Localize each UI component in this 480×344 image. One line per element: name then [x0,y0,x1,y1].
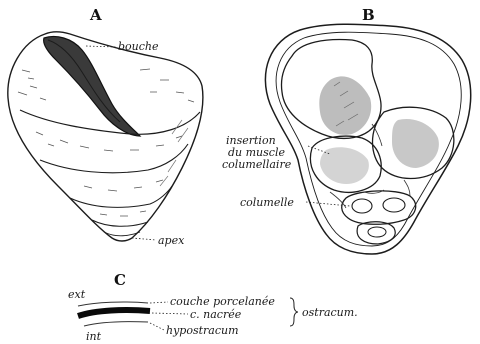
chamber-middle-right-shade [392,119,439,168]
muscle-insertion-shade [320,147,369,184]
panel-a: A bouche apex [8,6,203,247]
porcelanee-leader [150,302,168,303]
layer-porcelaneous [78,302,148,306]
nacree-leader [152,313,188,314]
suture-4 [92,220,148,226]
hypostracum-leader [150,323,164,330]
label-int: int [86,330,102,343]
label-nacree: c. nacrée [190,308,242,321]
label-columelle: columelle [240,196,294,209]
shell-a-outline [8,32,203,241]
section-outline [265,24,470,254]
suture-3 [70,186,172,207]
columella-cell-2 [383,198,405,212]
panel-a-letter: A [89,6,102,24]
panel-c: C ext int couche porcelanée c. nacrée hy… [68,271,358,343]
panel-c-letter: C [114,271,126,289]
panel-b-letter: B [362,6,375,24]
columella-cell-3 [368,227,386,237]
ostracum-brace [290,298,298,326]
apex-leader [132,238,156,240]
label-bouche: bouche [118,40,159,53]
label-ostracum: ostracum. [302,306,358,319]
label-hypostracum: hypostracum [166,324,239,337]
panel-b: B insertion du muscle colu [222,6,471,254]
label-ext: ext [68,288,86,301]
chamber-upper-shade [319,76,371,135]
suture-2 [40,144,188,173]
label-apex: apex [158,234,185,247]
label-couche-porcelanee: couche porcelanée [170,295,275,308]
layer-nacre [78,310,150,316]
shading-a [160,120,188,186]
layer-hypostracum [84,322,148,326]
columella-cell-1 [352,199,372,213]
label-insertion-3: columellaire [222,158,292,171]
